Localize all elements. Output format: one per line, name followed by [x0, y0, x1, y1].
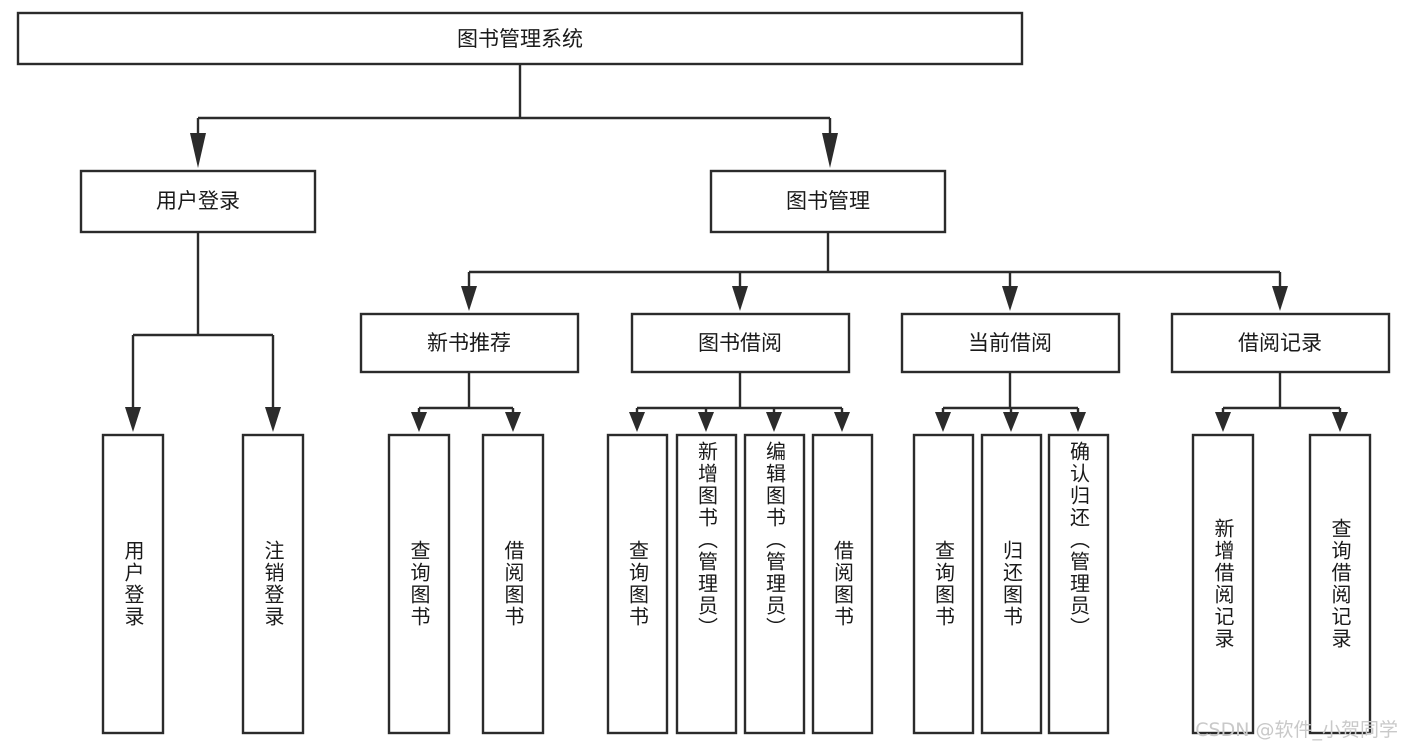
node-leaf-query-book-1[interactable]: 查询图书	[387, 433, 451, 735]
node-user-login[interactable]: 用户登录	[79, 169, 317, 234]
node-leaf-user-login-label: 用户登录	[121, 540, 145, 628]
node-root-label: 图书管理系统	[457, 27, 583, 51]
node-leaf-user-login[interactable]: 用户登录	[101, 433, 165, 735]
node-leaf-logout[interactable]: 注销登录	[241, 433, 305, 735]
node-leaf-logout-label: 注销登录	[261, 540, 285, 628]
node-leaf-query-record[interactable]: 查询借阅记录	[1308, 433, 1372, 735]
node-leaf-confirm-return-label: 确认归还（管理员）	[1066, 441, 1091, 639]
node-leaf-return-book-box[interactable]	[980, 433, 1043, 735]
arrow-head-leaf-logout	[265, 407, 281, 432]
node-leaf-edit-book-label: 编辑图书（管理员）	[762, 441, 787, 639]
node-book-borrow-label: 图书借阅	[698, 331, 782, 355]
csdn-watermark: CSDN @软件_小贺同学	[1195, 719, 1398, 741]
node-leaf-query-book-3-box[interactable]	[912, 433, 975, 735]
node-current-borrow-box[interactable]	[900, 312, 1121, 374]
node-leaf-add-record[interactable]: 新增借阅记录	[1191, 433, 1255, 735]
node-book-manage[interactable]: 图书管理	[709, 169, 947, 234]
arrow-head-leaf-query-book-2	[629, 412, 645, 432]
arrow-head-leaf-query-book-3	[935, 412, 951, 432]
node-leaf-add-book[interactable]: 新增图书（管理员）	[675, 433, 738, 735]
node-leaf-query-book-2-box[interactable]	[606, 433, 669, 735]
node-leaf-query-book-3[interactable]: 查询图书	[912, 433, 975, 735]
arrow-head-leaf-confirm-return	[1070, 412, 1086, 432]
node-leaf-borrow-book-2-label: 借阅图书	[830, 540, 855, 628]
node-borrow-record[interactable]: 借阅记录	[1170, 312, 1391, 374]
arrow-head-current-borrow	[1002, 286, 1018, 311]
node-root-box[interactable]	[16, 11, 1024, 66]
node-leaf-borrow-book-2-box[interactable]	[811, 433, 874, 735]
node-leaf-add-book-label: 新增图书（管理员）	[694, 441, 719, 639]
node-new-book-rec[interactable]: 新书推荐	[359, 312, 580, 374]
node-leaf-confirm-return-box[interactable]	[1047, 433, 1110, 735]
node-current-borrow-label: 当前借阅	[968, 331, 1052, 355]
node-leaf-query-book-1-label: 查询图书	[407, 540, 431, 628]
arrow-head-leaf-return-book	[1003, 412, 1019, 432]
node-user-login-box[interactable]	[79, 169, 317, 234]
node-leaf-confirm-return[interactable]: 确认归还（管理员）	[1047, 433, 1110, 735]
node-leaf-query-book-2-label: 查询图书	[625, 540, 650, 628]
node-leaf-edit-book[interactable]: 编辑图书（管理员）	[743, 433, 806, 735]
node-leaf-logout-box[interactable]	[241, 433, 305, 735]
node-leaf-query-book-2[interactable]: 查询图书	[606, 433, 669, 735]
node-leaf-edit-book-box[interactable]	[743, 433, 806, 735]
node-leaf-query-book-1-box[interactable]	[387, 433, 451, 735]
node-leaf-query-record-label: 查询借阅记录	[1328, 518, 1352, 650]
node-leaf-return-book-label: 归还图书	[999, 540, 1024, 628]
arrow-head-leaf-query-book-1	[411, 412, 427, 432]
arrow-head-leaf-edit-book	[766, 412, 782, 432]
arrow-head-borrow-record	[1272, 286, 1288, 311]
node-book-borrow[interactable]: 图书借阅	[630, 312, 851, 374]
arrow-head-leaf-borrow-book-1	[505, 412, 521, 432]
node-leaf-add-book-box[interactable]	[675, 433, 738, 735]
node-leaf-borrow-book-1-label: 借阅图书	[501, 540, 525, 628]
arrow-head-book-borrow	[732, 286, 748, 311]
arrow-head-leaf-query-record	[1332, 412, 1348, 432]
arrow-head-leaf-borrow-book-2	[834, 412, 850, 432]
node-book-manage-box[interactable]	[709, 169, 947, 234]
node-borrow-record-label: 借阅记录	[1238, 331, 1322, 355]
node-user-login-label: 用户登录	[156, 189, 240, 213]
node-current-borrow[interactable]: 当前借阅	[900, 312, 1121, 374]
node-leaf-add-record-label: 新增借阅记录	[1211, 518, 1235, 650]
node-root[interactable]: 图书管理系统	[16, 11, 1024, 66]
arrow-head-user-login	[190, 133, 206, 168]
node-leaf-query-record-box[interactable]	[1308, 433, 1372, 735]
arrow-head-leaf-add-book	[698, 412, 714, 432]
node-new-book-rec-label: 新书推荐	[427, 331, 511, 355]
node-new-book-rec-box[interactable]	[359, 312, 580, 374]
node-leaf-borrow-book-1[interactable]: 借阅图书	[481, 433, 545, 735]
arrow-head-leaf-user-login	[125, 407, 141, 432]
arrow-head-new-book-rec	[461, 286, 477, 311]
connector-layer	[125, 64, 1348, 432]
node-leaf-add-record-box[interactable]	[1191, 433, 1255, 735]
arrow-head-book-manage	[822, 133, 838, 168]
node-leaf-borrow-book-1-box[interactable]	[481, 433, 545, 735]
node-book-manage-label: 图书管理	[786, 189, 870, 213]
arrow-head-leaf-add-record	[1215, 412, 1231, 432]
node-layer: 图书管理系统 用户登录 图书管理 新书推荐 图书借阅 当前	[16, 11, 1391, 735]
node-leaf-borrow-book-2[interactable]: 借阅图书	[811, 433, 874, 735]
node-borrow-record-box[interactable]	[1170, 312, 1391, 374]
node-leaf-user-login-box[interactable]	[101, 433, 165, 735]
node-leaf-query-book-3-label: 查询图书	[931, 540, 956, 628]
node-leaf-return-book[interactable]: 归还图书	[980, 433, 1043, 735]
node-book-borrow-box[interactable]	[630, 312, 851, 374]
